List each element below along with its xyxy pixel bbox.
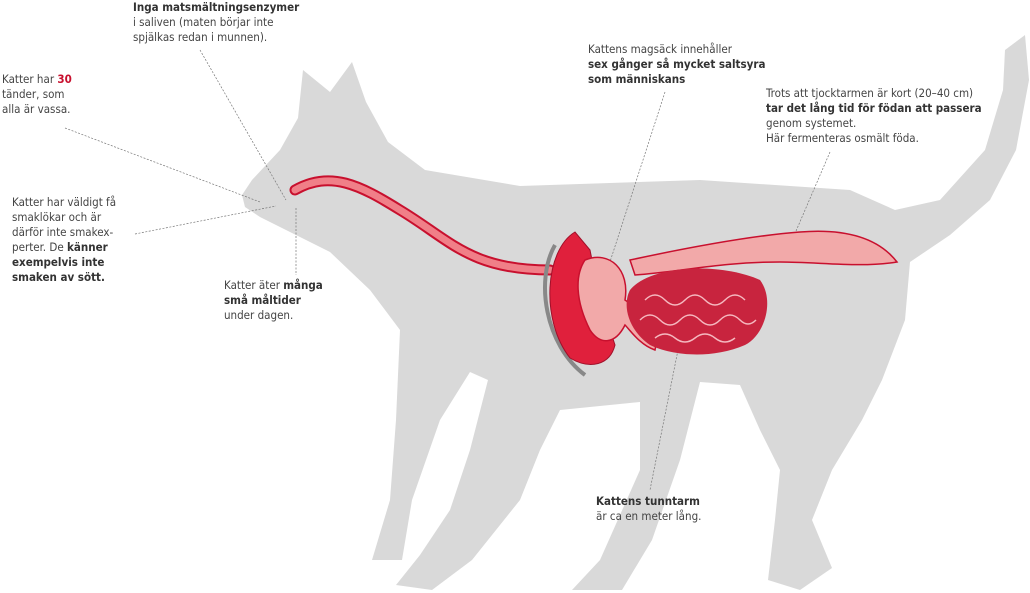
meals-l3: under dagen.: [224, 308, 294, 322]
stomach-l1: Kattens magsäck innehåller: [588, 42, 732, 56]
label-colon: Trots att tjocktarmen är kort (20–40 cm)…: [766, 86, 982, 146]
label-teeth: Katter har 30 tänder, som alla är vassa.: [2, 72, 72, 117]
label-meals: Katter äter många små måltider under dag…: [224, 278, 323, 323]
teeth-pre: Katter har: [2, 72, 58, 86]
teeth-count: 30: [57, 72, 72, 86]
label-taste: Katter har väldigt få smaklökar och är d…: [12, 195, 116, 285]
taste-l4-bold: känner: [67, 240, 108, 254]
colon-l3: genom systemet.: [766, 116, 857, 130]
large-intestine: [629, 230, 899, 276]
label-enzymes: Inga matsmältningsenzymer i saliven (mat…: [133, 0, 299, 45]
meals-bold2: små måltider: [224, 293, 301, 307]
taste-l6: smaken av sött.: [12, 270, 105, 284]
small-intestine-bold: Kattens tunntarm: [596, 494, 700, 508]
enzymes-line3: spjälkas redan i munnen).: [133, 30, 268, 44]
label-stomach: Kattens magsäck innehåller sex gånger så…: [588, 42, 765, 87]
teeth-line2: tänder, som: [2, 87, 65, 101]
diaphragm: [543, 244, 587, 377]
teeth-line3: alla är vassa.: [2, 102, 71, 116]
meals-pre: Katter äter: [224, 278, 284, 292]
taste-l1: Katter har väldigt få: [12, 195, 117, 209]
colon-l4: Här fermenteras osmält föda.: [766, 131, 919, 145]
colon-l1: Trots att tjocktarmen är kort (20–40 cm): [766, 86, 974, 100]
colon-l2: tar det lång tid för födan att passera: [766, 101, 982, 115]
taste-l5: exempelvis inte: [12, 255, 105, 269]
taste-l4: perter. De: [12, 240, 67, 254]
meals-bold1: många: [283, 278, 323, 292]
enzymes-line2: i saliven (maten börjar inte: [133, 15, 274, 29]
stomach-l3: som människans: [588, 72, 686, 86]
taste-l3: därför inte smakex-: [12, 225, 114, 239]
small-intestine-l2: är ca en meter lång.: [596, 509, 702, 523]
small-intestine: [626, 268, 768, 355]
enzymes-bold: Inga matsmältningsenzymer: [133, 0, 300, 14]
label-small-intestine: Kattens tunntarm är ca en meter lång.: [596, 494, 701, 524]
leader-lines: [64, 49, 831, 491]
stomach-l2: sex gånger så mycket saltsyra: [588, 57, 766, 71]
taste-l2: smaklökar och är: [12, 210, 102, 224]
